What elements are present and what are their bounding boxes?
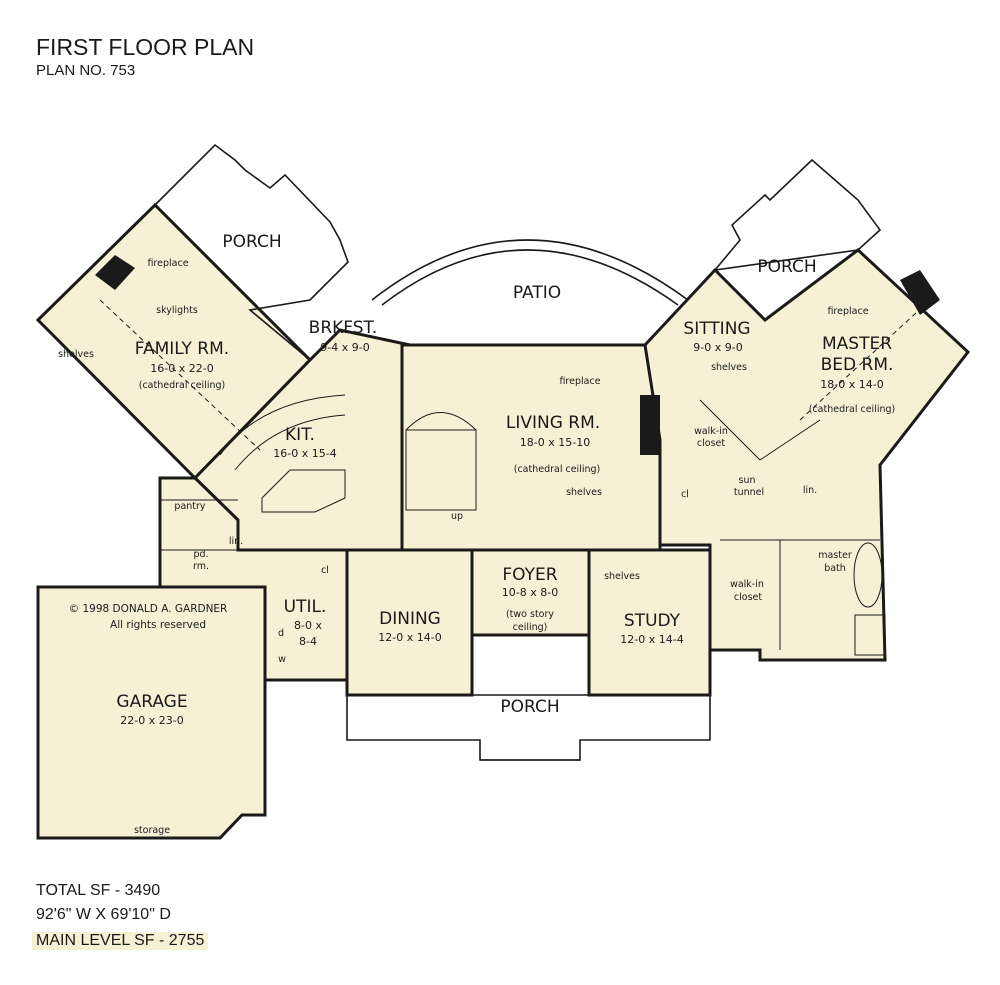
family-fireplace-icon: [95, 255, 135, 290]
walkin-closet-2-note-2: closet: [734, 592, 762, 603]
util-label: UTIL.: [284, 597, 327, 617]
cl-right-note: cl: [681, 489, 689, 500]
family-shelves-note: shelves: [58, 349, 94, 360]
w-note: w: [278, 654, 286, 665]
sitting-shelves-note: shelves: [711, 362, 747, 373]
shower: [854, 614, 886, 656]
master-label-2: BED RM.: [821, 355, 894, 375]
study-shelves-note: shelves: [604, 571, 640, 582]
family-fireplace-note: fireplace: [147, 258, 188, 269]
living-fireplace-icon: [640, 395, 660, 455]
sitting-label: SITTING: [683, 319, 750, 339]
garage-area: [36, 585, 267, 840]
foyer-note-2: ceiling): [513, 622, 548, 633]
master-bath-note-1: master: [818, 550, 852, 561]
dining-room-area: [345, 548, 474, 697]
master-fireplace-icon: [900, 270, 940, 315]
kitchen-label: KIT.: [285, 425, 315, 445]
dining-dims: 12-0 x 14-0: [378, 631, 441, 644]
garage-label: GARAGE: [116, 692, 187, 712]
walkin-closet-1-note-2: closet: [697, 438, 725, 449]
study-area: [587, 548, 712, 697]
lin-right-note: lin.: [803, 485, 817, 496]
plan-title: FIRST FLOOR PLAN: [36, 34, 255, 60]
garage-dims: 22-0 x 23-0: [120, 714, 183, 727]
porch-right-label: PORCH: [757, 257, 816, 277]
study-label: STUDY: [624, 611, 681, 631]
util-dims-2: 8-4: [299, 635, 317, 648]
d-note: d: [278, 628, 284, 639]
porch-left-label: PORCH: [222, 232, 281, 252]
walkin-closet-2-note-1: walk-in: [730, 579, 764, 590]
stairs-up-note: up: [451, 511, 463, 522]
pd-rm-note-2: rm.: [193, 561, 209, 572]
foyer-note-1: (two story: [506, 609, 554, 620]
master-suite-area: [643, 248, 971, 662]
sitting-dims: 9-0 x 9-0: [693, 341, 742, 354]
storage-note: storage: [134, 825, 170, 836]
pantry-note: pantry: [174, 501, 206, 512]
brkfst-label: BRKFST.: [309, 318, 378, 338]
family-room-dims: 16-0 x 22-0: [150, 362, 213, 375]
foyer-label: FOYER: [502, 565, 557, 585]
main-level-sf: MAIN LEVEL SF - 2755: [32, 932, 209, 950]
master-label-1: MASTER: [822, 334, 892, 354]
plan-number: PLAN NO. 753: [36, 62, 136, 79]
foyer-area: [470, 548, 591, 637]
study-dims: 12-0 x 14-4: [620, 633, 683, 646]
copyright-note: © 1998 DONALD A. GARDNER: [69, 603, 228, 615]
master-dims: 18-0 x 14-0: [820, 378, 883, 391]
kitchen-island: [261, 469, 346, 513]
porch-front-label: PORCH: [500, 697, 559, 717]
rights-note: All rights reserved: [110, 619, 206, 631]
pd-rm-note-1: pd.: [193, 549, 208, 560]
master-fireplace-note: fireplace: [827, 306, 868, 317]
util-dims-1: 8-0 x: [294, 619, 322, 632]
living-room-dims: 18-0 x 15-10: [520, 436, 590, 449]
brkfst-dims: 9-4 x 9-0: [320, 341, 369, 354]
master-note: (cathedral ceiling): [809, 404, 896, 415]
family-room-note: (cathedral ceiling): [139, 380, 226, 391]
family-room-label: FAMILY RM.: [135, 339, 229, 359]
stairs: [405, 429, 477, 511]
sun-tunnel-note-2: tunnel: [734, 487, 764, 498]
master-tub: [853, 542, 883, 608]
walkin-closet-1-note-1: walk-in: [694, 426, 728, 437]
living-room-label: LIVING RM.: [506, 413, 600, 433]
living-shelves-note: shelves: [566, 487, 602, 498]
dining-label: DINING: [379, 609, 441, 629]
patio-label: PATIO: [513, 283, 561, 303]
left-porch-outline: [153, 143, 349, 361]
patio-arc: [371, 239, 689, 301]
util-cl-note: cl: [321, 565, 329, 576]
overall-dimensions: 92'6" W X 69'10" D: [36, 906, 171, 923]
living-fireplace-note: fireplace: [559, 376, 600, 387]
foyer-dims: 10-8 x 8-0: [502, 586, 558, 599]
skylights-note: skylights: [156, 305, 198, 316]
lin-left-note: lin.: [229, 536, 243, 547]
master-bath-note-2: bath: [824, 563, 846, 574]
total-sf: TOTAL SF - 3490: [36, 882, 161, 899]
living-room-note: (cathedral ceiling): [514, 464, 601, 475]
right-porch-outline: [713, 158, 882, 272]
sun-tunnel-note-1: sun: [739, 475, 756, 486]
kitchen-dims: 16-0 x 15-4: [273, 447, 336, 460]
